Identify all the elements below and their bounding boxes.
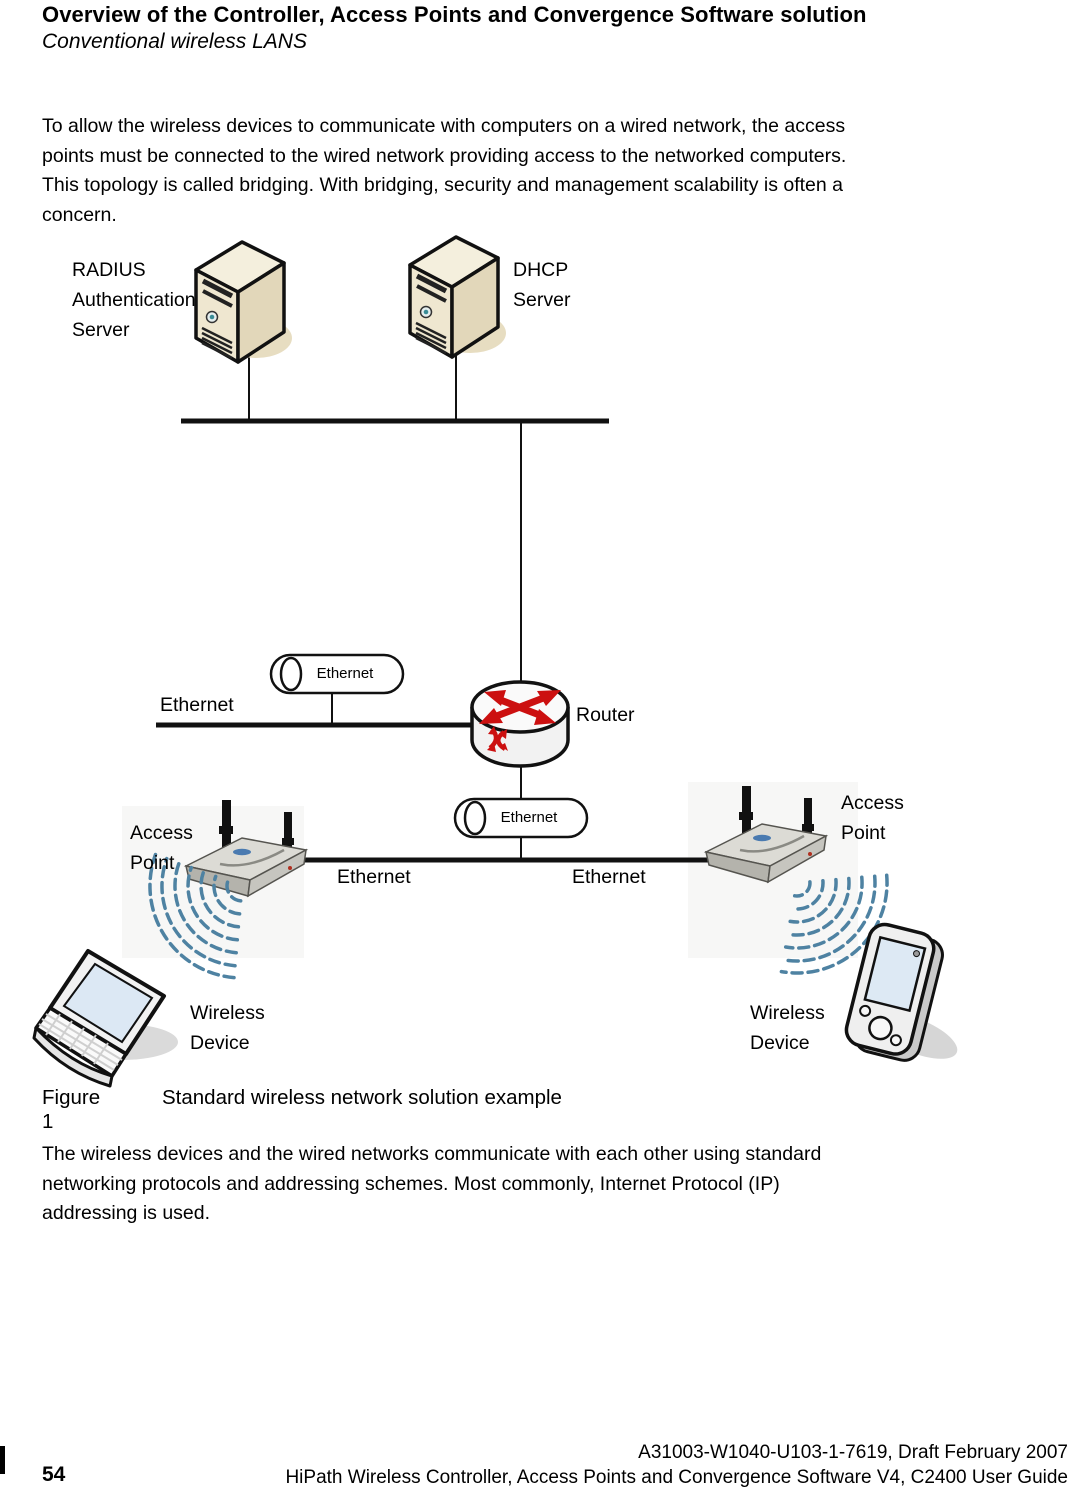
router-icon bbox=[470, 680, 570, 768]
access-point-icon-right bbox=[704, 784, 828, 884]
radius-server-icon bbox=[196, 242, 292, 362]
ap-image-background-right bbox=[688, 782, 858, 958]
label-ethernet-cylinder-top: Ethernet bbox=[316, 665, 374, 682]
label-ethernet-segment-right: Ethernet bbox=[572, 866, 646, 888]
figure-caption-text: Standard wireless network solution examp… bbox=[162, 1086, 562, 1109]
label-wireless-device-right: Wireless Device bbox=[750, 1002, 825, 1054]
label-access-point-right: Access Point bbox=[841, 792, 904, 844]
intro-paragraph: To allow the wireless devices to communi… bbox=[42, 115, 847, 226]
access-point-icon-left bbox=[184, 798, 308, 898]
closing-paragraph: The wireless devices and the wired netwo… bbox=[42, 1143, 822, 1225]
figure-caption-label: Figure 1 bbox=[42, 1086, 101, 1133]
label-wireless-device-left: Wireless Device bbox=[190, 1002, 265, 1054]
footer-doc-ref: A31003-W1040-U103-1-7619, Draft February… bbox=[638, 1442, 1068, 1463]
footer-change-bar bbox=[0, 1446, 5, 1474]
wireless-signal-icon-right bbox=[779, 873, 889, 975]
label-ethernet-left: Ethernet bbox=[160, 694, 234, 716]
laptop-icon bbox=[32, 949, 178, 1088]
dhcp-server-icon bbox=[410, 237, 506, 357]
label-ethernet-segment-left: Ethernet bbox=[337, 866, 411, 888]
footer-page-number: 54 bbox=[42, 1463, 66, 1486]
pda-icon bbox=[844, 922, 958, 1062]
footer-doc-title: HiPath Wireless Controller, Access Point… bbox=[285, 1467, 1068, 1488]
router-arrows bbox=[479, 690, 561, 752]
label-router: Router bbox=[576, 704, 635, 726]
page-subtitle: Conventional wireless LANS bbox=[42, 30, 307, 53]
page-title: Overview of the Controller, Access Point… bbox=[42, 2, 867, 27]
label-radius-server: RADIUS Authentication Server bbox=[72, 259, 196, 341]
label-access-point-left: Access Point bbox=[130, 822, 193, 874]
network-lines bbox=[156, 350, 708, 863]
label-dhcp-server: DHCP Server bbox=[513, 259, 571, 311]
label-ethernet-cylinder-bottom: Ethernet bbox=[500, 809, 558, 826]
